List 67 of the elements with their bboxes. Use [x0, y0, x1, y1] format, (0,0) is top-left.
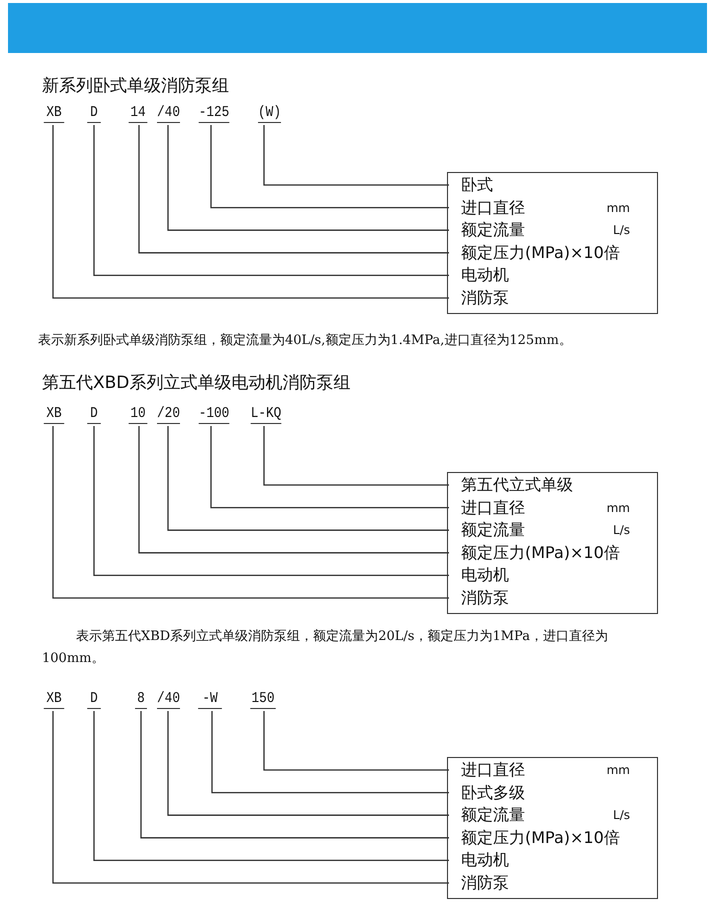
unit-label: mm [606, 200, 630, 217]
meaning-text: 进口直径 [461, 498, 525, 517]
leader-line [140, 711, 449, 838]
code-segment: 150 [250, 690, 276, 709]
leader-line [93, 426, 449, 576]
code-segment: /40 [157, 690, 180, 709]
leader-line [93, 125, 449, 276]
code-segment: XB [44, 690, 64, 709]
unit-label: L/s [613, 222, 630, 240]
leader-line [167, 125, 449, 231]
meaning-line: 第五代立式单级 [449, 474, 656, 496]
meaning-text: 额定流量 [461, 520, 525, 540]
section-heading: 第五代XBD系列立式单级电动机消防泵组 [42, 372, 350, 394]
meaning-line: 消防泵 [449, 872, 656, 894]
meaning-line: 卧式多级 [449, 782, 656, 804]
explanation-text: 表示新系列卧式单级消防泵组，额定流量为40L/s,额定压力为1.4MPa,进口直径为125mm。 [38, 332, 572, 350]
code-segment: /20 [157, 405, 180, 424]
code-segment: D [87, 690, 101, 709]
leader-line [167, 426, 449, 531]
code-segment: -W [198, 690, 222, 709]
code-segment: D [87, 104, 101, 123]
code-segment: D [87, 405, 101, 424]
leader-line [211, 711, 449, 794]
meaning-line: 消防泵 [449, 287, 656, 309]
meaning-line: 额定压力(MPa)×10倍 [449, 826, 656, 849]
code-segment: XB [44, 405, 64, 424]
meaning-line: 电动机 [449, 849, 656, 872]
code-segment: L-KQ [250, 405, 282, 424]
code-segment: 10 [128, 405, 148, 424]
code-segment: 14 [128, 104, 148, 123]
legend-box [447, 757, 658, 899]
code-segment: 8 [135, 690, 147, 709]
leader-line [138, 426, 449, 554]
code-segment: XB [44, 104, 64, 123]
meaning-line: 电动机 [449, 264, 656, 286]
leader-line [52, 426, 449, 599]
meaning-text: 额定流量 [461, 805, 525, 824]
meaning-line: 额定压力(MPa)×10倍 [449, 242, 656, 264]
unit-label: L/s [613, 807, 630, 824]
meaning-text: 进口直径 [461, 198, 525, 217]
code-segment: -100 [198, 405, 230, 424]
meaning-line: 卧式 [449, 174, 656, 196]
meaning-text: 额定流量 [461, 220, 525, 240]
leader-line [52, 125, 449, 299]
section-heading: 新系列卧式单级消防泵组 [42, 75, 229, 97]
leader-line [263, 125, 449, 186]
leader-line [93, 711, 449, 862]
legend-box [447, 172, 658, 314]
leader-line [210, 426, 449, 508]
leader-line [263, 711, 449, 771]
code-segment: /40 [157, 104, 180, 123]
meaning-line: 额定压力(MPa)×10倍 [449, 542, 656, 564]
leader-line [138, 125, 449, 254]
meaning-text: 进口直径 [461, 760, 525, 779]
meaning-line: 消防泵 [449, 587, 656, 609]
code-segment: -125 [198, 104, 230, 123]
unit-label: L/s [613, 522, 630, 540]
leader-line [167, 711, 449, 816]
meaning-line: 电动机 [449, 564, 656, 586]
explanation-text: 表示第五代XBD系列立式单级消防泵组，额定流量为20L/s，额定压力为1MPa，进口直径为100mm。 [42, 628, 609, 668]
leader-line [263, 426, 449, 486]
leader-line [210, 125, 449, 208]
leader-line [52, 711, 449, 884]
code-segment: (W) [258, 104, 281, 123]
unit-label: mm [606, 762, 630, 779]
legend-box [447, 472, 658, 614]
unit-label: mm [606, 500, 630, 517]
